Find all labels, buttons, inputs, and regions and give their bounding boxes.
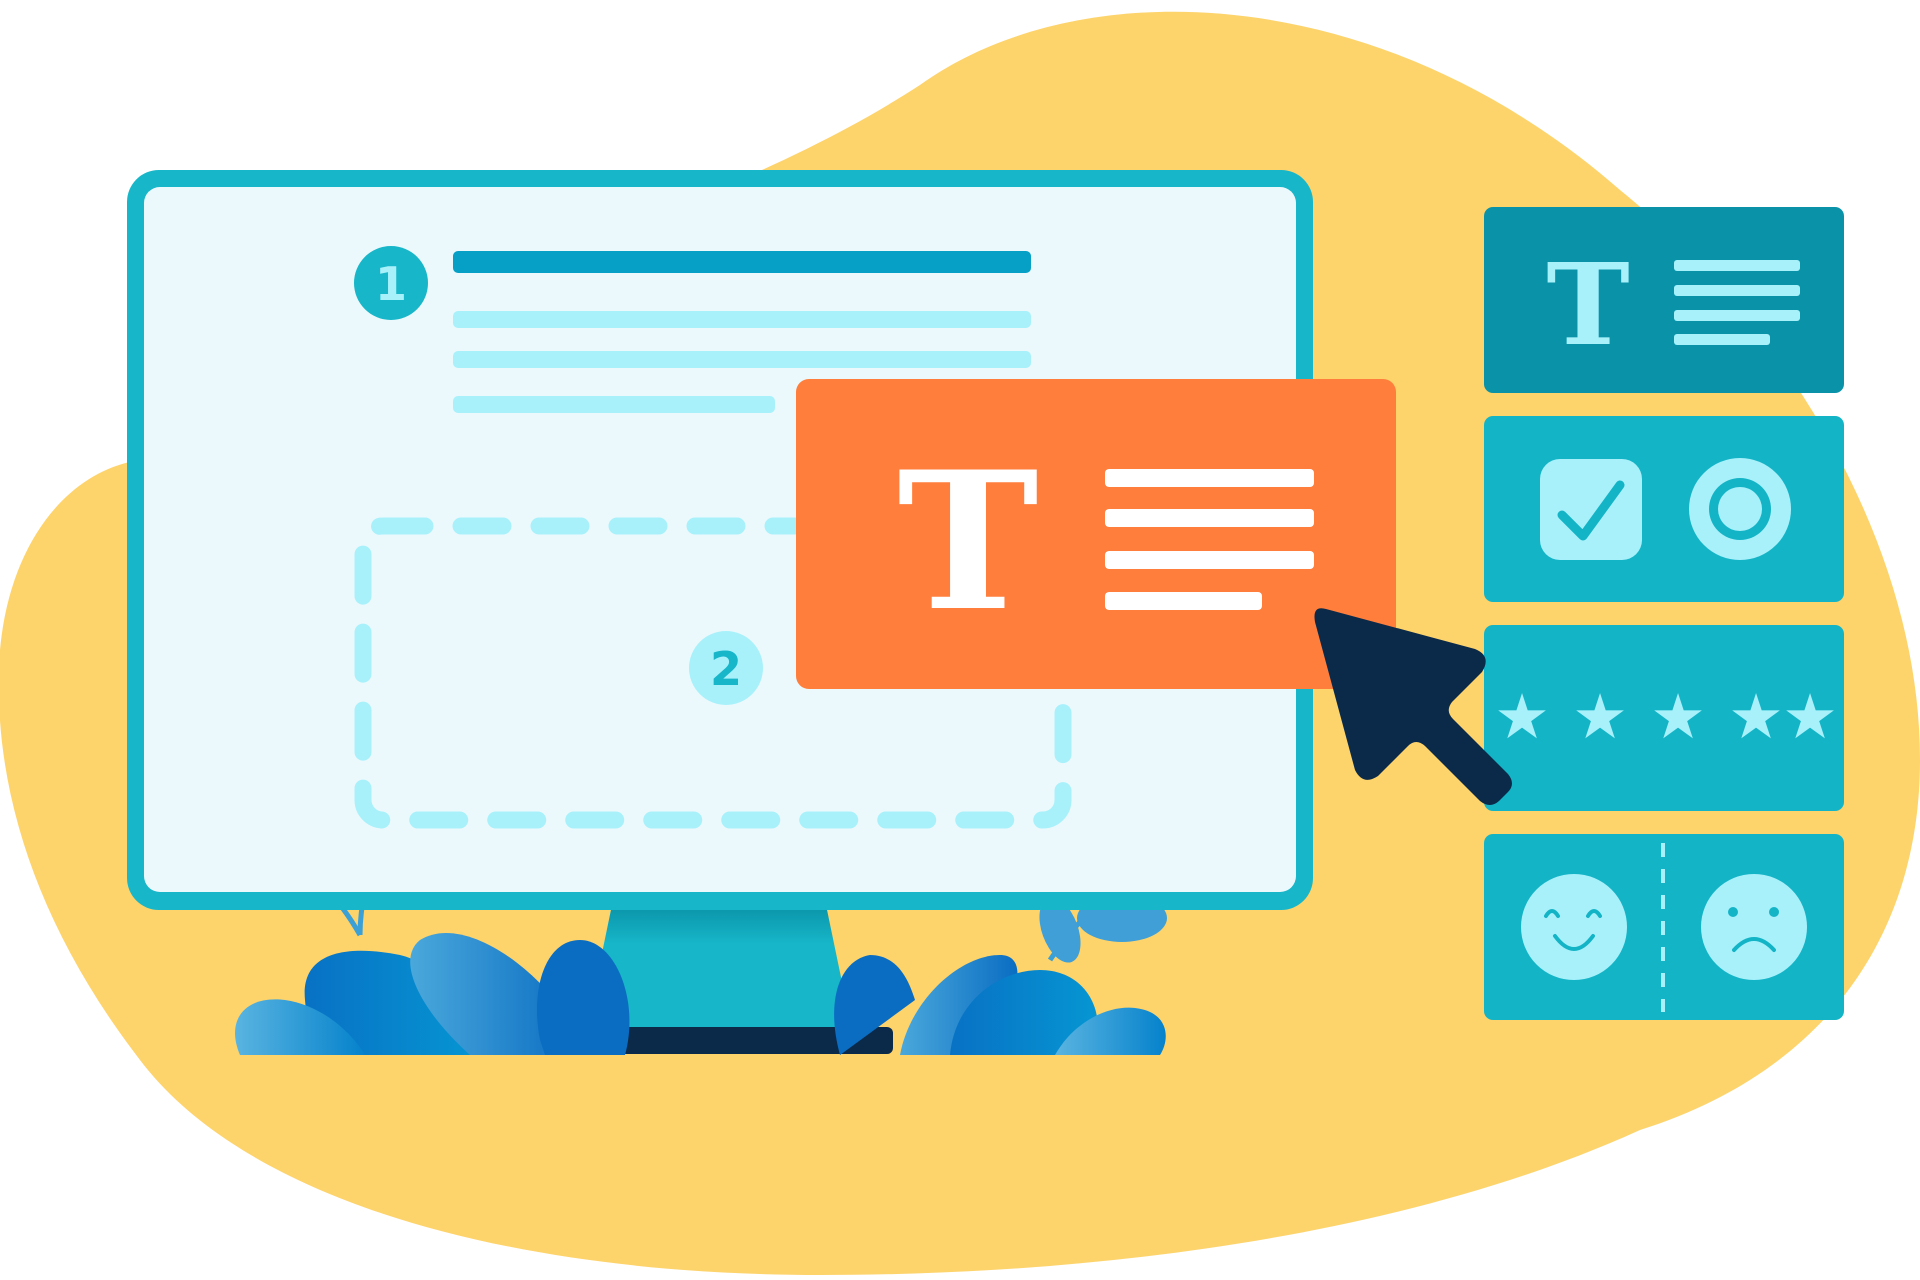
rating-star: ★ <box>1650 680 1706 753</box>
palette-card-text[interactable]: T <box>1484 207 1844 393</box>
card-text-line <box>1105 551 1314 569</box>
step-two-number: 2 <box>710 642 742 696</box>
text-line <box>453 311 1031 328</box>
palette-text-line <box>1674 260 1800 271</box>
step-two-badge: 2 <box>689 631 763 705</box>
text-line-primary <box>453 251 1031 273</box>
step-one-number: 1 <box>375 257 407 311</box>
step-one-badge: 1 <box>354 246 428 320</box>
text-format-icon: T <box>1546 240 1629 371</box>
palette-card-feedback[interactable] <box>1484 834 1844 1020</box>
monitor-stand <box>545 905 893 1054</box>
rating-star: ★ <box>1728 680 1784 753</box>
star-rating-icon: ★ ★ ★ ★ ★ <box>1494 680 1838 753</box>
rating-star: ★ <box>1782 680 1838 753</box>
palette-text-line <box>1674 285 1800 296</box>
checkbox-checked-icon <box>1540 459 1642 560</box>
card-text-line <box>1105 509 1314 527</box>
palette-card-rating[interactable]: ★ ★ ★ ★ ★ <box>1484 625 1844 811</box>
card-text-line <box>1105 469 1314 487</box>
rating-star: ★ <box>1494 680 1550 753</box>
text-line <box>453 351 1031 368</box>
palette-text-line <box>1674 310 1800 321</box>
mouse-pointer-icon <box>1314 608 1512 805</box>
radio-button-icon <box>1689 458 1791 560</box>
text-line <box>453 396 775 413</box>
card-text-line <box>1105 592 1262 610</box>
palette-card-choice[interactable] <box>1484 416 1844 602</box>
sad-face-icon <box>1701 874 1807 980</box>
rating-star: ★ <box>1572 680 1628 753</box>
happy-face-icon <box>1521 874 1627 980</box>
text-format-icon: T <box>897 430 1038 653</box>
palette-text-line <box>1674 334 1770 345</box>
dragged-text-card[interactable]: T <box>796 379 1396 689</box>
